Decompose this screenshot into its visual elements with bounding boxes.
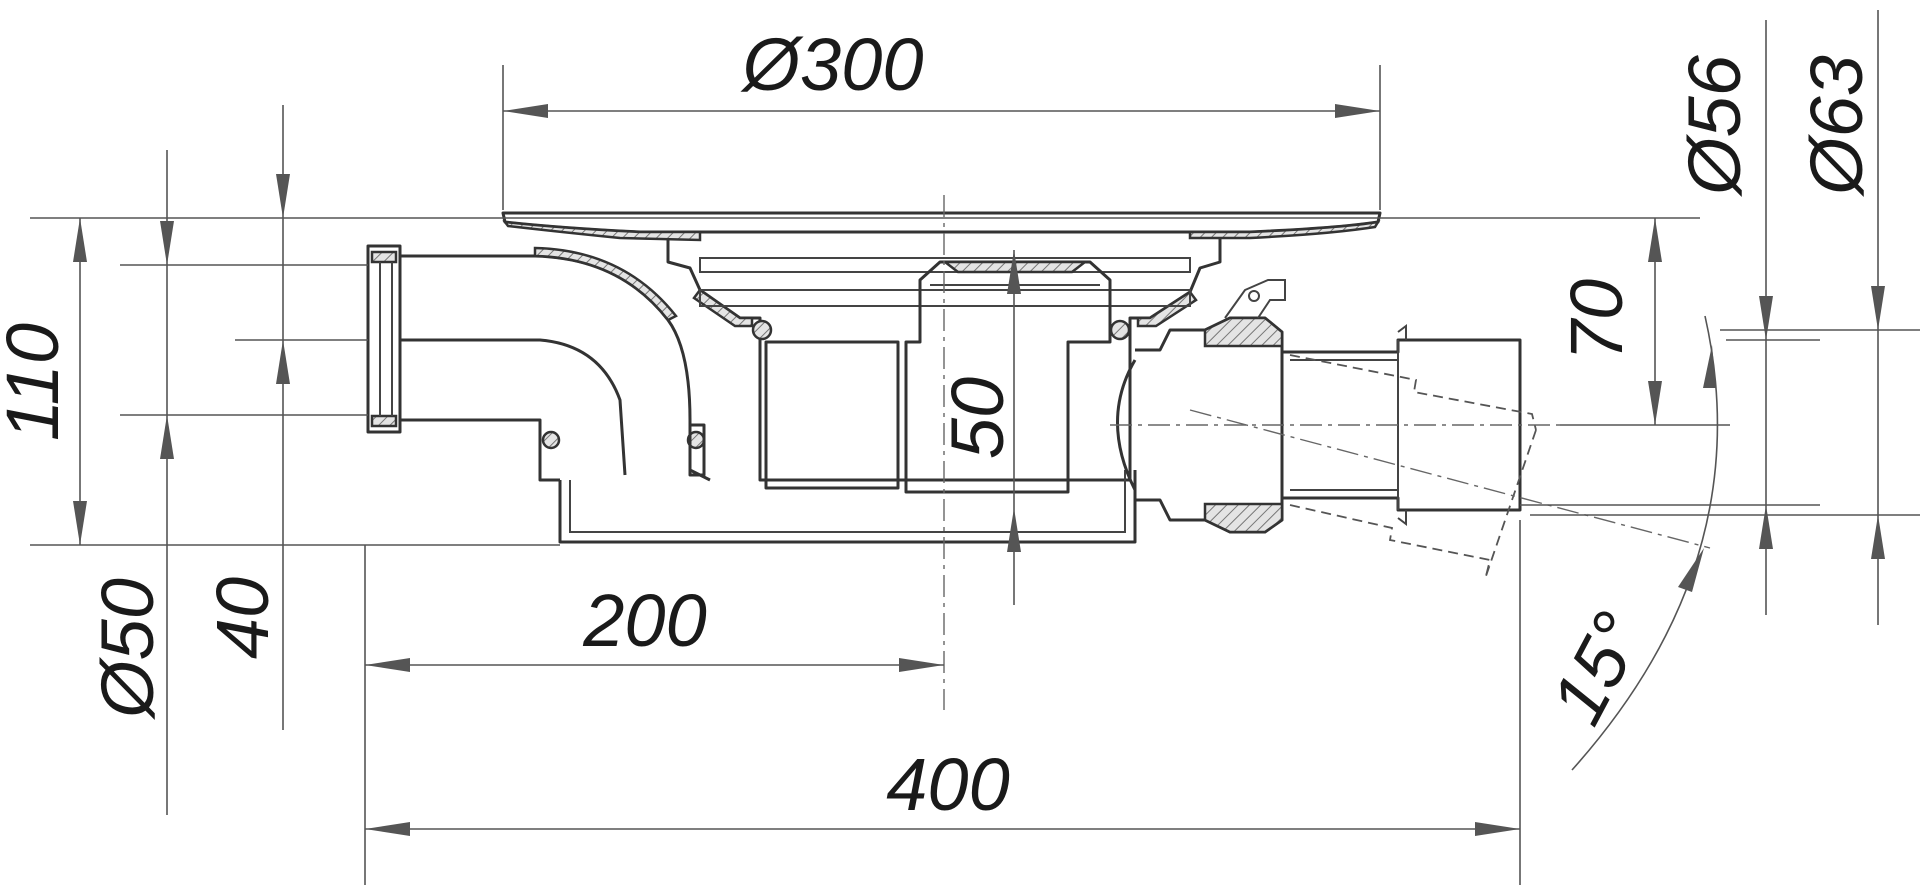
top-flange-plate [501,211,1382,234]
outlet-bracket-hole [1248,290,1260,302]
dimension-labels: Ø300 110 Ø50 40 50 200 400 70 Ø56 Ø63 15… [0,23,1878,826]
label-height-total: 110 [0,323,74,441]
label-inlet-offset: 40 [201,577,284,659]
bowl-wall-left [692,288,754,328]
oring-bowl-left [751,319,773,341]
swivel-outline-upper [1289,354,1537,431]
swivel-end [1485,429,1537,577]
outlet-pipe-bead [1397,324,1407,526]
label-bottom-inlet-diameter: Ø50 [86,578,169,721]
label-outlet-outer-diameter: Ø63 [1795,55,1878,198]
center-lines [943,195,1711,710]
label-center-height: 50 [936,377,1019,459]
flange-hatch-left [502,220,702,242]
inlet-socket [366,244,402,434]
inlet-elbow-hatch [533,246,678,322]
outlet-nut-bottom [1203,502,1284,534]
label-swivel-angle: 15° [1535,599,1661,737]
label-outlet-height: 70 [1555,279,1638,361]
label-top-diameter: Ø300 [739,23,923,106]
inlet-socket-inner [379,262,393,416]
outlet-adapter [1135,316,1284,534]
flange-hatch-right [1188,220,1381,240]
bowl-wall-right [1136,290,1198,328]
outlet-sweep [1116,359,1137,491]
inlet-clip [688,423,706,477]
funnel-bowl [666,238,1222,482]
lower-sump [558,470,1137,544]
label-outlet-inner-diameter: Ø56 [1673,54,1756,198]
outlet-nut-top [1203,316,1284,348]
swivelled-outlet-hidden [1289,354,1537,577]
swivel-centerline [1189,409,1711,549]
label-half-length: 200 [582,579,706,662]
inlet-socket-seal [370,250,398,428]
oring-inlet-left [541,430,561,450]
oring-bowl-right [1109,319,1131,341]
grate-insert-lower [699,289,1191,307]
odor-trap-cup [764,340,900,490]
inlet-pipe-bottom [400,418,560,482]
swivel-outline-lower [1289,504,1492,577]
dimension-lines [30,10,1920,885]
lower-sump-inner [569,470,1126,533]
label-total-length: 400 [886,743,1009,826]
outlet-bracket [1224,279,1286,319]
inlet-elbow-inner [400,338,627,476]
grate-insert [699,257,1191,273]
